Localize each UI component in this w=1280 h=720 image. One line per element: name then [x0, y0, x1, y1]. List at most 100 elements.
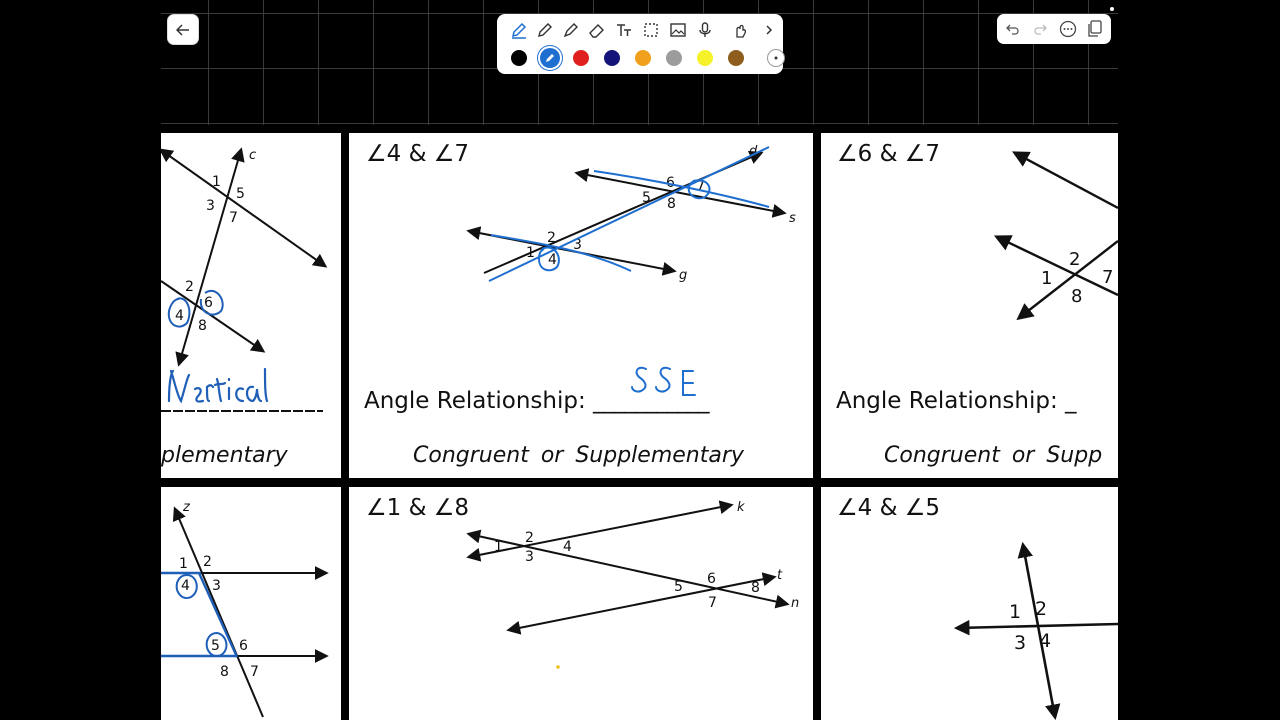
diagram-bottom-middle: k t n 2 1 4 3 6 5 8 7: [466, 500, 799, 669]
color-swatch-brown[interactable]: [728, 50, 744, 66]
svg-text:4: 4: [175, 308, 184, 324]
color-swatch-navy[interactable]: [604, 50, 620, 66]
relationship-label: Angle Relationship:: [836, 388, 1058, 414]
choices-top-middle: Congruent or Supplementary: [413, 443, 744, 468]
right-toolbar: [997, 14, 1111, 44]
redo-button[interactable]: [1028, 17, 1052, 41]
svg-text:6: 6: [666, 175, 675, 191]
touch-draw-tool[interactable]: [728, 18, 752, 42]
svg-text:3: 3: [573, 237, 582, 253]
image-icon: [670, 23, 686, 37]
svg-text:8: 8: [198, 318, 207, 334]
card-top-middle: ∠4 & ∠7 d s g 6 7 5 8 2 3 1 4: [349, 133, 813, 478]
pencil-tool[interactable]: [533, 18, 557, 42]
whiteboard-canvas[interactable]: c 1 5 3 7 2 6 4 8 plementary ∠4 & ∠7: [161, 0, 1118, 720]
text-icon: [617, 24, 631, 36]
diagram-top-middle: d s g 6 7 5 8 2 3 1 4: [466, 144, 796, 396]
line-label-c: c: [249, 148, 256, 163]
redo-icon: [1034, 24, 1047, 35]
image-tool[interactable]: [666, 18, 690, 42]
svg-text:5: 5: [236, 186, 245, 202]
svg-text:3: 3: [525, 549, 534, 565]
card-bottom-right: ∠4 & ∠5 1 2 3 4: [821, 487, 1118, 720]
svg-text:1: 1: [1041, 268, 1052, 289]
svg-text:6: 6: [707, 571, 716, 587]
card-title: ∠4 & ∠5: [837, 495, 941, 521]
card-title: ∠6 & ∠7: [837, 141, 941, 167]
color-swatch-gray[interactable]: [666, 50, 682, 66]
svg-text:1: 1: [1009, 601, 1021, 623]
undo-icon: [1006, 24, 1019, 35]
relationship-line: Angle Relationship: ___________: [364, 388, 710, 414]
eraser-tool[interactable]: [585, 18, 609, 42]
svg-text:7: 7: [229, 210, 238, 226]
svg-text:1: 1: [494, 539, 503, 555]
highlighter-icon: [563, 23, 578, 38]
line-label-k: k: [737, 500, 745, 515]
line-label-d: d: [749, 144, 758, 159]
diagram-bottom-left: z 1 2 4 3 5 6 8 7: [161, 500, 329, 718]
svg-text:2: 2: [547, 230, 556, 246]
lasso-tool[interactable]: [639, 18, 663, 42]
svg-text:2: 2: [1069, 249, 1080, 270]
touch-draw-icon: [736, 24, 747, 38]
more-button[interactable]: [1056, 17, 1080, 41]
relationship-blank[interactable]: ___________: [593, 388, 709, 414]
highlighter-tool[interactable]: [559, 18, 583, 42]
svg-text:5: 5: [211, 638, 220, 654]
arrow-left-icon: [176, 23, 189, 36]
svg-text:7: 7: [708, 595, 717, 611]
relationship-line: Angle Relationship: _: [836, 388, 1076, 414]
color-swatch-yellow[interactable]: [697, 50, 713, 66]
choice-congruent: Congruent: [884, 443, 1000, 468]
diagram-top-left: c 1 5 3 7 2 6 4 8: [161, 147, 328, 412]
diagram-top-right: 2 1 7 8: [993, 151, 1118, 321]
diagram-bottom-right: 1 2 3 4: [953, 541, 1118, 720]
svg-text:7: 7: [696, 179, 705, 195]
svg-text:6: 6: [204, 295, 213, 311]
status-dot: [1110, 7, 1114, 11]
choice-congruent: Congruent: [413, 443, 529, 468]
undo-button[interactable]: [1001, 17, 1025, 41]
microphone-tool[interactable]: [693, 18, 717, 42]
svg-text:5: 5: [642, 190, 651, 206]
lasso-select-icon: [644, 23, 658, 37]
card-bottom-middle: ∠1 & ∠8 k t n 2 1 4 3 6 5 8 7: [349, 487, 813, 720]
svg-text:5: 5: [674, 579, 683, 595]
pencil-icon: [538, 23, 552, 37]
back-button[interactable]: [168, 15, 198, 44]
card-bottom-left: z 1 2 4 3 5 6 8 7: [161, 487, 341, 720]
drawing-toolbar: [497, 14, 784, 74]
pen-icon: [546, 54, 554, 62]
color-swatch-blue-selected[interactable]: [540, 48, 560, 68]
line-label-g: g: [679, 268, 687, 283]
choice-or: or: [540, 443, 564, 468]
text-tool[interactable]: [612, 18, 636, 42]
relationship-label: Angle Relationship:: [364, 388, 586, 414]
color-swatch-black[interactable]: [511, 50, 527, 66]
pages-button[interactable]: [1083, 17, 1107, 41]
pages-icon: [1088, 20, 1102, 37]
microphone-icon: [699, 22, 711, 37]
svg-text:4: 4: [548, 252, 557, 268]
svg-text:6: 6: [239, 638, 248, 654]
svg-text:3: 3: [206, 198, 215, 214]
svg-text:3: 3: [212, 578, 221, 594]
card-top-right: ∠6 & ∠7 2 1 7 8 Angle Relationship: _ Co…: [821, 133, 1118, 478]
color-swatch-red[interactable]: [573, 50, 589, 66]
svg-text:1: 1: [212, 174, 221, 190]
choices-top-left: plementary: [161, 443, 288, 468]
eraser-icon: [589, 24, 604, 38]
stroke-size-button[interactable]: [768, 50, 784, 66]
choice-supplementary: Supplementary: [575, 443, 744, 468]
card-top-left: c 1 5 3 7 2 6 4 8 plementary: [161, 133, 341, 478]
line-label-n: n: [791, 596, 799, 611]
toolbar-more-button[interactable]: [757, 18, 781, 42]
svg-text:2: 2: [185, 279, 194, 295]
pen-tool[interactable]: [507, 18, 531, 42]
choice-or: or: [1011, 443, 1035, 468]
color-swatch-orange[interactable]: [635, 50, 651, 66]
relationship-blank[interactable]: _: [1065, 388, 1076, 414]
dot-icon: [774, 56, 778, 60]
